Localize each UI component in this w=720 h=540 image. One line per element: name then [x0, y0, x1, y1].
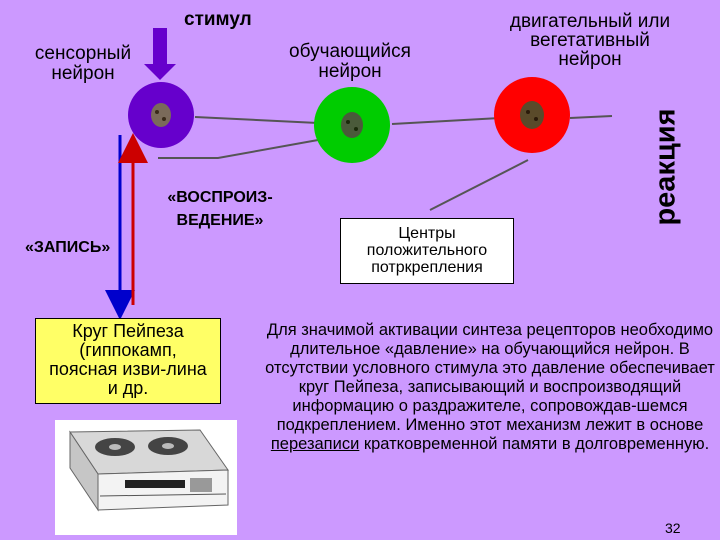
reproduction-label: «ВОСПРОИЗ- ВЕДЕНИЕ»	[167, 189, 273, 229]
page-number: 32	[665, 520, 681, 536]
reinforcement-centers-label: Центры положительного потркрепления	[366, 225, 488, 276]
sensory-neuron	[128, 82, 194, 148]
learning-to-reproduction-line	[158, 139, 319, 159]
paragraph-text-1: Для значимой активации синтеза рецепторо…	[265, 321, 715, 434]
axon-line-2	[391, 117, 501, 125]
reinforcement-centers-box: Центры положительного потркрепления	[340, 218, 514, 284]
reaction-label-box: реакция	[611, 108, 720, 225]
learning-neuron	[314, 87, 390, 163]
paragraph-link: перезаписи	[270, 435, 360, 453]
axon-line	[194, 116, 319, 124]
record-label: «ЗАПИСЬ»	[25, 239, 111, 256]
explanation-paragraph: Для значимой активации синтеза рецепторо…	[264, 321, 716, 454]
reaction-line	[569, 115, 613, 119]
stimulus-label: стимул	[184, 9, 252, 30]
tape-recorder-icon	[55, 420, 237, 535]
stimulus-arrow	[144, 28, 176, 80]
papez-circle-label: Круг Пейпеза (гиппокамп, поясная изви-ли…	[49, 321, 207, 398]
paragraph-text-2: кратковременной памяти в долговременную.	[359, 435, 710, 453]
motor-neuron-label: двигательный или вегетативный нейрон	[509, 11, 671, 70]
papez-circle-box: Круг Пейпеза (гиппокамп, поясная изви-ли…	[35, 318, 221, 404]
motor-neuron	[494, 77, 570, 153]
reinforcement-line	[429, 159, 529, 211]
reaction-label: реакция	[649, 108, 682, 226]
sensory-neuron-label: сенсорный нейрон	[34, 43, 132, 84]
learning-neuron-label: обучающийся нейрон	[289, 41, 411, 82]
